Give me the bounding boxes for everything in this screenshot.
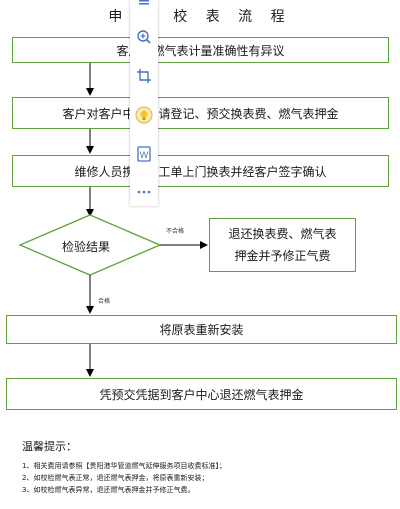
tips-line-3: 3、如校检燃气表异常，退还燃气表押金并予修正气费。 — [22, 486, 195, 494]
decision-label: 检验结果 — [62, 240, 111, 254]
step-2-box: 客户对客户中心申请登记、预交换表费、燃气表押金 — [12, 97, 389, 129]
more-button[interactable] — [134, 182, 154, 202]
menu-icon — [139, 0, 149, 5]
fail-result-line-1: 退还换表费、燃气表 — [228, 227, 337, 241]
fail-branch-label: 不合格 — [166, 228, 185, 235]
step-1-box: 客户对燃气表计量准确性有异议 — [12, 37, 389, 63]
word-export-button[interactable]: W — [134, 144, 154, 164]
svg-text:W: W — [140, 150, 149, 160]
pass-branch-label: 合格 — [98, 298, 111, 305]
tips-line-1: 1、相关费用请参照【贵阳港华管道燃气延伸服务项目收费标准】； — [22, 462, 226, 470]
tips-line-2: 2、如校检燃气表正常，退还燃气表押金，将原表重新安装； — [22, 474, 209, 482]
lightbulb-icon — [135, 106, 153, 124]
tips-title: 温馨提示： — [22, 440, 77, 453]
step-5-box: 将原表重新安装 — [6, 315, 397, 344]
crop-icon — [137, 69, 151, 83]
floating-toolbar: W — [130, 0, 158, 206]
step-6-box: 凭预交凭据到客户中心退还燃气表押金 — [6, 378, 397, 410]
step-3-box: 维修人员携带派工单上门换表并经客户签字确认 — [12, 155, 389, 187]
tips-section: 温馨提示： 1、相关费用请参照【贵阳港华管道燃气延伸服务项目收费标准】； 2、如… — [22, 438, 392, 496]
fail-result-box: 退还换表费、燃气表 押金并予修正气费 — [209, 218, 356, 272]
fail-result-line-2: 押金并予修正气费 — [234, 249, 331, 263]
more-icon — [137, 190, 151, 194]
zoom-in-button[interactable] — [134, 27, 154, 47]
toolbar-top-button[interactable] — [134, 0, 154, 8]
word-export-icon: W — [137, 146, 151, 162]
crop-button[interactable] — [134, 66, 154, 86]
lightbulb-button[interactable] — [134, 105, 154, 125]
zoom-in-icon — [137, 30, 151, 44]
